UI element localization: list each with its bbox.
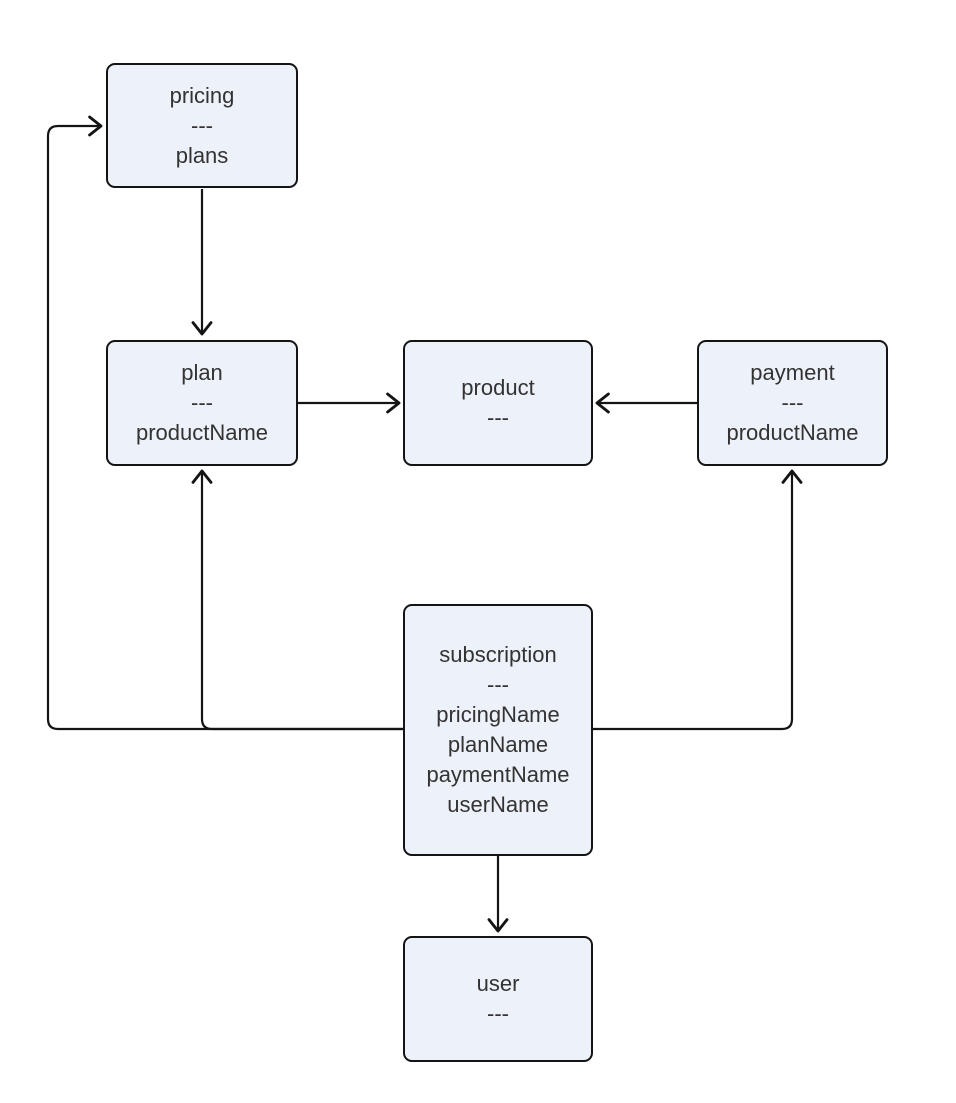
edge-subscription-plan — [191, 469, 403, 731]
node-attribute: pricingName — [436, 702, 560, 727]
node-attribute: plans — [175, 142, 229, 168]
node-attribute: productName — [726, 420, 859, 445]
node-separator: --- — [487, 1001, 509, 1026]
node-attribute: userName — [447, 792, 549, 817]
node-title: pricing — [169, 82, 235, 108]
node-title: subscription — [439, 642, 557, 667]
node-separator: --- — [487, 405, 509, 430]
edge-subscription-payment — [593, 469, 803, 731]
node-product: product --- — [403, 340, 593, 466]
node-title: user — [476, 971, 520, 996]
node-separator: --- — [781, 390, 804, 415]
node-separator: --- — [191, 390, 213, 415]
node-subscription: subscription --- pricingName planName pa… — [403, 604, 593, 856]
edge-subscription-pricing — [46, 115, 403, 731]
node-separator: --- — [487, 672, 509, 697]
node-pricing: pricing --- plans — [106, 63, 298, 188]
node-separator: --- — [191, 112, 213, 138]
node-payment: payment --- productName — [697, 340, 888, 466]
node-user: user --- — [403, 936, 593, 1062]
node-attribute: productName — [135, 420, 269, 445]
node-attribute: paymentName — [426, 762, 570, 787]
node-title: product — [461, 375, 535, 400]
node-plan: plan --- productName — [106, 340, 298, 466]
node-title: plan — [181, 360, 223, 385]
node-attribute: planName — [447, 732, 549, 757]
node-title: payment — [750, 360, 835, 385]
